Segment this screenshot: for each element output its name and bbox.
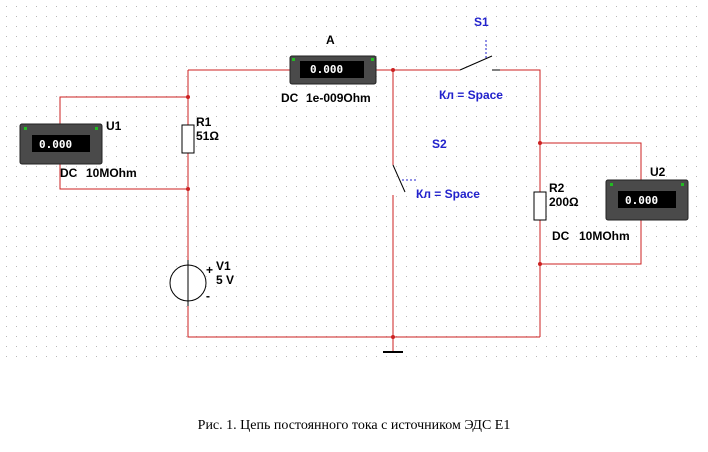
- r2-ref: R2: [549, 181, 565, 195]
- wire-u2-bottom: [540, 220, 642, 265]
- circuit-wires: [59, 69, 642, 352]
- u1-param: 10MOhm: [86, 166, 137, 180]
- u2-mode: DC: [552, 229, 570, 243]
- ammeter-ref: A: [326, 33, 335, 47]
- s2-ref: S2: [432, 137, 447, 151]
- r2-value: 200Ω: [549, 195, 579, 209]
- ammeter-reading: 0.000: [310, 63, 343, 76]
- switch-S1[interactable]: S1 Кл = Space: [439, 15, 503, 102]
- u1-reading: 0.000: [39, 138, 72, 151]
- ammeter-param: 1e-009Ohm: [306, 91, 371, 105]
- wire-u1-bottom: [59, 164, 188, 190]
- wire-source-bottom: [187, 306, 540, 338]
- v1-value: 5 V: [216, 273, 234, 287]
- wire-u1-top: [59, 96, 188, 124]
- voltmeter-U2[interactable]: 0.000 U2 DC 10MOhm: [552, 165, 689, 243]
- junction: [186, 95, 190, 99]
- wire-u2-top: [540, 142, 642, 180]
- figure-caption: Рис. 1. Цепь постоянного тока с источник…: [197, 418, 511, 433]
- ammeter-A[interactable]: 0.000 A DC 1e-009Ohm: [281, 33, 377, 105]
- u2-reading: 0.000: [625, 194, 658, 207]
- s2-key: Кл = Space: [416, 187, 480, 201]
- junction: [186, 187, 190, 191]
- s1-ref: S1: [474, 15, 489, 29]
- v1-minus: -: [206, 289, 210, 303]
- junction: [538, 262, 542, 266]
- resistor-R1[interactable]: R1 51Ω: [181, 115, 219, 154]
- junction: [391, 68, 395, 72]
- junction: [391, 335, 395, 339]
- u1-mode: DC: [60, 166, 78, 180]
- ammeter-mode: DC: [281, 91, 299, 105]
- u1-ref: U1: [106, 119, 122, 133]
- switch-S2[interactable]: S2 Кл = Space: [392, 137, 480, 201]
- v1-plus: +: [206, 263, 213, 277]
- u2-param: 10MOhm: [579, 229, 630, 243]
- u2-ref: U2: [650, 165, 666, 179]
- r1-value: 51Ω: [196, 129, 219, 143]
- r1-ref: R1: [196, 115, 212, 129]
- dot-grid: [6, 6, 697, 357]
- wire-top-right: [500, 69, 541, 143]
- junctions: [186, 68, 542, 339]
- v1-ref: V1: [216, 259, 231, 273]
- voltmeter-U1[interactable]: 0.000 U1 DC 10MOhm: [19, 119, 137, 180]
- resistor-R2[interactable]: R2 200Ω: [533, 181, 579, 221]
- junction: [538, 141, 542, 145]
- s1-key: Кл = Space: [439, 88, 503, 102]
- voltage-source-V1[interactable]: + - V1 5 V: [169, 259, 234, 306]
